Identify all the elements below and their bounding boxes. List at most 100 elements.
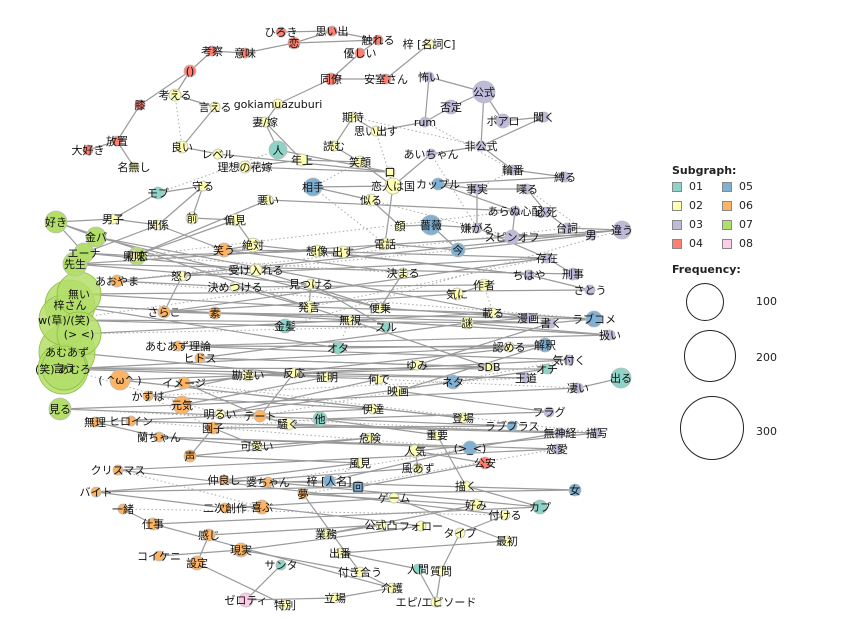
node-サンタ [275,559,287,571]
edge [158,549,242,557]
node-好み [469,498,483,512]
node-謎 [460,316,474,330]
node-膝 [134,99,146,111]
node-放置 [111,135,123,147]
edge [116,280,236,288]
edge [157,224,225,251]
node-label: 園子 [202,422,224,435]
edge [457,234,592,251]
node-作者 [477,278,491,292]
dotted-edge [424,121,514,171]
node-label: ゲーム [378,492,411,505]
node-label: 一緒 [112,502,134,516]
node-考える [168,88,182,102]
node-フォロー [415,520,427,532]
edge [74,263,574,275]
node-感じ [202,528,216,542]
node-言う [41,345,87,391]
node-漫画 [522,312,534,324]
node-人間 [412,563,424,575]
edge [189,455,361,464]
edge [277,78,332,105]
node-label: コイケニ [137,550,181,563]
node-カプ [532,499,548,515]
node-label: ゼロティ [224,594,267,607]
node-label: 王道 [515,371,537,385]
node-label: 付き合う [338,565,382,579]
node-label: 描く [455,479,477,493]
node-gokiamuazuburi [272,98,284,110]
node-(>_<) [462,440,478,456]
node-label: 嫌がる [461,221,494,235]
node-label: 反応 [283,366,305,380]
node-悪い [262,194,274,206]
node-layer [37,25,632,611]
node-label: ポアロ [487,115,520,128]
node-興味 [127,249,141,263]
edge [440,532,461,572]
node-恋人は国 [384,177,402,195]
node-label: 登場 [452,411,474,425]
node-さとう [584,284,596,296]
node-label: 公安 [474,456,496,470]
node-勘違い [241,368,255,382]
edge [333,116,354,147]
node-label: 台詞 [556,221,578,235]
node-ネタ [445,374,461,390]
node-label: 思い出 [316,24,349,38]
node-名無し [128,161,140,173]
node-label: 載る [482,307,504,320]
edge [511,234,592,238]
edge [244,42,295,54]
edge [414,450,486,464]
node-label: 現実 [230,543,252,557]
edge [259,372,295,417]
node-label: 業務 [315,527,337,541]
node-考察 [206,45,218,57]
node-label: 安室さん [364,72,408,86]
dotted-edge [177,334,611,347]
node-label: 人間 [407,563,429,576]
node-男 [585,229,597,241]
node-仕事 [146,517,160,531]
edge [302,489,576,495]
node-想像 [310,244,324,258]
node-label: あむあず [45,346,89,359]
node-出る [610,367,632,389]
node-あらぬ心配 [509,205,521,217]
dotted-edge [259,359,570,417]
node-ラブコメ [585,310,603,328]
edge [330,52,361,80]
node-薔薇 [420,214,442,236]
node-否定 [443,99,459,115]
edge [117,448,558,471]
edge [163,275,183,313]
node-今 [450,242,466,258]
node-二次創作 [219,502,231,514]
node-label: 特別 [274,598,296,612]
node-label: 解釈 [534,338,556,352]
node-非公式 [475,140,487,152]
subgraph-label-08: 08 [739,237,753,250]
edge [312,185,394,188]
edge [63,367,548,370]
node-label: テート [244,410,277,423]
node-label: 期待 [342,110,364,124]
node-label: さらこ [148,306,181,319]
node-label: 危険 [359,432,381,445]
node-ひろき [275,26,287,38]
edge [94,408,374,423]
node-label: 質問 [430,564,452,578]
node-label: 女 [570,483,581,497]
dotted-edge [526,188,592,236]
node-存在 [541,252,553,264]
edge [112,192,159,220]
node-label: (笑) あむろ [35,362,91,376]
node-rum [419,116,431,128]
node-label: 設定 [186,556,208,570]
node-男子 [107,213,119,225]
edge [163,311,595,320]
node-( ^ω^ ) [109,369,131,391]
subgraph-swatch-06 [722,201,732,211]
node-label: 関係 [147,219,169,232]
